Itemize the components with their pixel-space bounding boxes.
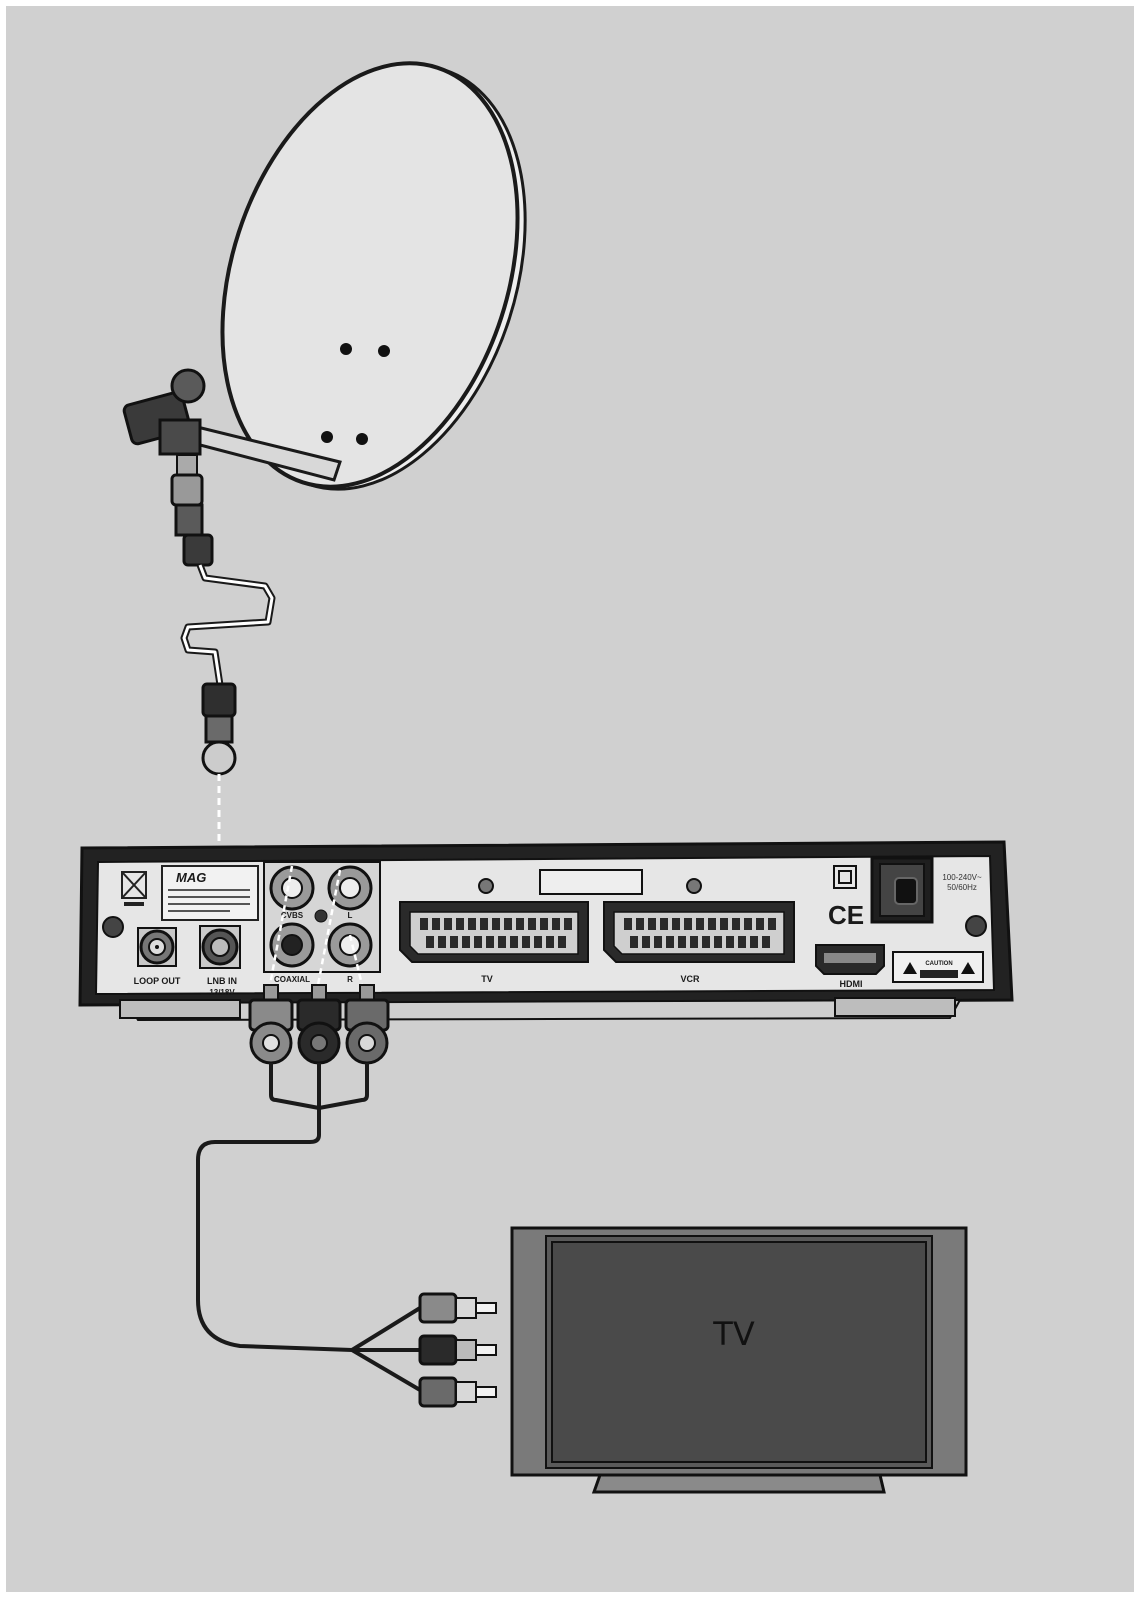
lnb-voltage-label: 13/18V [209, 988, 235, 997]
power-rating-label: 100-240V~ [942, 873, 982, 882]
tv-screen [551, 1241, 927, 1463]
rca-plugs-tv [418, 1292, 497, 1408]
lnb-in-port [199, 925, 241, 969]
hdmi-label: HDMI [840, 979, 863, 989]
weee-icon [121, 871, 147, 906]
tv-scart-label: TV [481, 974, 493, 984]
cvbs-label: CVBS [281, 911, 304, 920]
lnb-in-label: LNB IN [207, 976, 237, 986]
lnb [122, 368, 206, 456]
rca-plugs-receiver [248, 984, 390, 1065]
coaxial-label: COAXIAL [274, 975, 310, 984]
double-insulation-icon [833, 865, 857, 889]
power-frequency-label: 50/60Hz [947, 883, 977, 892]
audio-right-label: R [347, 975, 353, 984]
loop-out-label: LOOP OUT [134, 976, 181, 986]
television: TV [510, 1226, 968, 1494]
tv-label: TV [712, 1315, 755, 1353]
f-connector [201, 682, 237, 776]
vcr-scart-label: VCR [680, 974, 700, 984]
receiver: MAG LOOP OUT LNB IN 13/18V [78, 840, 1014, 1022]
ce-mark: CE [828, 900, 864, 930]
info-label: MAG [161, 865, 259, 921]
tv-stand [591, 1473, 886, 1494]
caution-text: CAUTION [925, 961, 952, 967]
av-cable [196, 1063, 369, 1352]
av-ports [263, 861, 381, 973]
brand-logo: MAG [176, 870, 206, 885]
power-socket [870, 856, 934, 924]
hdmi-port [815, 944, 885, 975]
vcr-scart-port [603, 901, 795, 963]
caution-label [892, 951, 984, 983]
satellite-dish [122, 61, 527, 567]
audio-left-label: L [348, 911, 353, 920]
loop-out-port [137, 927, 177, 967]
tv-scart-port [399, 901, 589, 963]
